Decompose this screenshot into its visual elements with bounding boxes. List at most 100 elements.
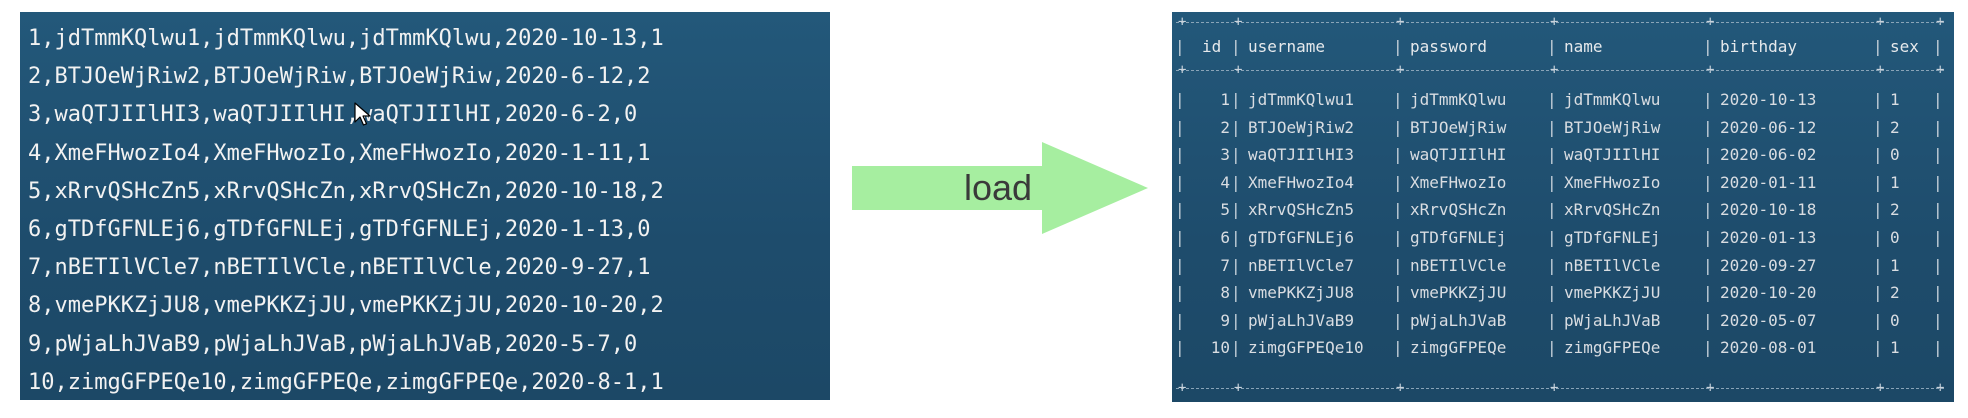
table-column-divider: |: [1933, 256, 1943, 275]
table-cell: pWjaLhJVaB9: [1248, 311, 1354, 330]
table-column-divider: |: [1231, 37, 1241, 56]
table-column-divider: |: [1547, 200, 1557, 219]
column-header: username: [1248, 37, 1326, 56]
table-cell: jdTmmKQlwu: [1410, 90, 1507, 109]
table-column-divider: |: [1231, 228, 1241, 247]
table-column-divider: |: [1231, 283, 1241, 302]
csv-line: 2,BTJOeWjRiw2,BTJOeWjRiw,BTJOeWjRiw,2020…: [28, 64, 651, 90]
table-border-corner: +: [1706, 380, 1715, 396]
table-cell: 2020-09-27: [1720, 256, 1817, 275]
csv-line: 8,vmePKKZjJU8,vmePKKZjJU,vmePKKZjJU,2020…: [28, 293, 664, 319]
table-column-divider: |: [1933, 311, 1943, 330]
table-cell: XmeFHwozIo4: [1248, 173, 1354, 192]
table-cell: waQTJIIlHI: [1564, 145, 1661, 164]
table-column-divider: |: [1547, 338, 1557, 357]
right-arrow-icon: [852, 142, 1148, 234]
table-border: +++++++: [1176, 380, 1944, 396]
table-column-divider: |: [1933, 228, 1943, 247]
table-cell: 1: [1890, 338, 1900, 357]
table-column-divider: |: [1703, 311, 1713, 330]
table-cell: jdTmmKQlwu: [1564, 90, 1661, 109]
table-column-divider: |: [1933, 173, 1943, 192]
table-column-divider: |: [1231, 118, 1241, 137]
table-column-divider: |: [1873, 338, 1883, 357]
table-cell: 2020-10-13: [1720, 90, 1817, 109]
table-column-divider: |: [1175, 173, 1185, 192]
table-column-divider: |: [1873, 118, 1883, 137]
table-border-corner: +: [1706, 62, 1715, 78]
table-column-divider: |: [1393, 200, 1403, 219]
table-border-corner: +: [1706, 14, 1715, 30]
table-border: +++++++: [1176, 62, 1944, 78]
table-cell: 0: [1890, 145, 1900, 164]
table-cell: 2020-08-01: [1720, 338, 1817, 357]
table-cell: nBETIlVCle7: [1248, 256, 1354, 275]
table-column-divider: |: [1393, 37, 1403, 56]
table-cell: 2020-01-13: [1720, 228, 1817, 247]
table-cell: gTDfGFNLEj: [1410, 228, 1507, 247]
table-border-corner: +: [1396, 380, 1405, 396]
table-column-divider: |: [1703, 118, 1713, 137]
table-column-divider: |: [1873, 173, 1883, 192]
table-column-divider: |: [1873, 228, 1883, 247]
table-column-divider: |: [1933, 338, 1943, 357]
table-column-divider: |: [1873, 37, 1883, 56]
table-border-corner: +: [1550, 62, 1559, 78]
load-arrow: load: [852, 142, 1148, 234]
table-cell: 7: [1220, 256, 1230, 275]
table-border-corner: +: [1550, 14, 1559, 30]
table-cell: 1: [1890, 90, 1900, 109]
table-cell: 10: [1210, 338, 1230, 357]
table-column-divider: |: [1933, 90, 1943, 109]
table-border-corner: +: [1936, 62, 1945, 78]
table-cell: pWjaLhJVaB: [1410, 311, 1507, 330]
table-cell: 2020-01-11: [1720, 173, 1817, 192]
table-column-divider: |: [1703, 37, 1713, 56]
table-column-divider: |: [1873, 90, 1883, 109]
table-column-divider: |: [1703, 145, 1713, 164]
table-border-corner: +: [1234, 62, 1243, 78]
table-column-divider: |: [1933, 145, 1943, 164]
table-column-divider: |: [1175, 37, 1185, 56]
table-cell: 2: [1220, 118, 1230, 137]
table-column-divider: |: [1231, 200, 1241, 219]
table-cell: xRrvQSHcZn: [1410, 200, 1507, 219]
table-cell: vmePKKZjJU: [1564, 283, 1661, 302]
table-cell: zimgGFPEQe: [1564, 338, 1661, 357]
table-border-corner: +: [1550, 380, 1559, 396]
table-column-divider: |: [1547, 37, 1557, 56]
table-column-divider: |: [1175, 338, 1185, 357]
table-cell: 1: [1890, 173, 1900, 192]
table-column-divider: |: [1393, 256, 1403, 275]
table-column-divider: |: [1873, 145, 1883, 164]
table-cell: 2020-10-18: [1720, 200, 1817, 219]
table-cell: 8: [1220, 283, 1230, 302]
csv-line: 9,pWjaLhJVaB9,pWjaLhJVaB,pWjaLhJVaB,2020…: [28, 331, 638, 357]
table-column-divider: |: [1393, 90, 1403, 109]
table-column-divider: |: [1547, 311, 1557, 330]
table-column-divider: |: [1393, 228, 1403, 247]
table-cell: BTJOeWjRiw2: [1248, 118, 1354, 137]
table-column-divider: |: [1933, 283, 1943, 302]
table-cell: 1: [1220, 90, 1230, 109]
table-cell: vmePKKZjJU8: [1248, 283, 1354, 302]
table-column-divider: |: [1547, 90, 1557, 109]
column-header: sex: [1890, 37, 1919, 56]
table-cell: jdTmmKQlwu1: [1248, 90, 1354, 109]
table-column-divider: |: [1393, 338, 1403, 357]
table-border-corner: +: [1178, 14, 1187, 30]
table-column-divider: |: [1933, 37, 1943, 56]
table-cell: zimgGFPEQe: [1410, 338, 1507, 357]
table-cell: XmeFHwozIo: [1410, 173, 1507, 192]
column-header: birthday: [1720, 37, 1798, 56]
table-border-corner: +: [1876, 380, 1885, 396]
table-column-divider: |: [1175, 200, 1185, 219]
